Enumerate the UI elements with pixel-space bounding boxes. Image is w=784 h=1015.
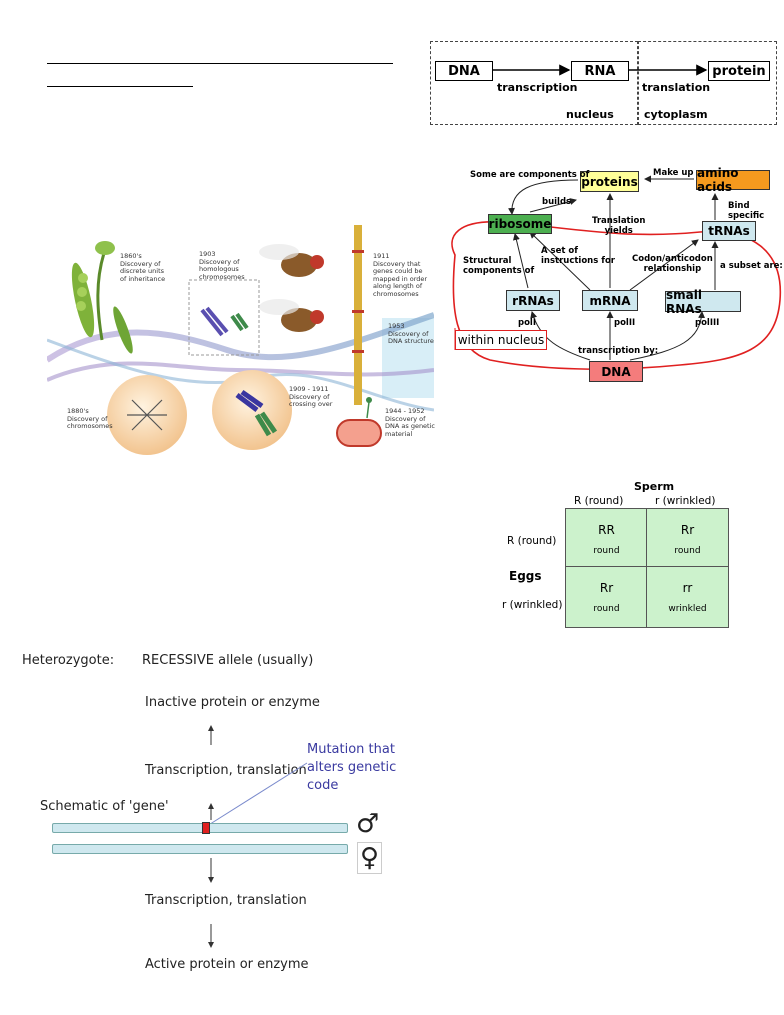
punnett-col-2: r (wrinkled) (655, 495, 716, 507)
label-codon-anticodon: Codon/anticodon relationship (632, 254, 713, 274)
punnett-cell-3: Rr round (565, 566, 648, 628)
timeline-1903-label: 1903 Discovery of homologous chromosomes (199, 250, 245, 281)
punnett-genotype: Rr (680, 523, 695, 537)
punnett-row-2: r (wrinkled) (502, 599, 563, 611)
male-symbol-icon: ♂ (356, 809, 380, 839)
node-mrna: mRNA (582, 290, 638, 311)
timeline-1944-label: 1944 - 1952 Discovery of DNA as genetic … (385, 407, 435, 438)
punnett-col-1: R (round) (574, 495, 624, 507)
genetics-timeline: 1860's Discovery of discrete units of in… (47, 220, 435, 460)
gene-strand-female (52, 844, 348, 854)
flow-nucleus-label: nucleus (566, 108, 614, 121)
timeline-1953-label: 1953 Discovery of DNA structure (388, 322, 434, 345)
punnett-phenotype: wrinkled (668, 604, 707, 614)
label-some-are-components: Some are components of (470, 170, 590, 180)
flow-protein-box: protein (708, 61, 770, 81)
label-subset-are: a subset are: (720, 261, 783, 271)
node-trnas: tRNAs (702, 221, 756, 241)
flow-dna-box: DNA (435, 61, 493, 81)
punnett-row-1: R (round) (507, 535, 557, 547)
mutation-label: Mutation that alters genetic code (307, 742, 397, 793)
punnett-phenotype: round (674, 546, 701, 556)
nucleus-region (430, 41, 638, 125)
label-structural-components: Structural components of (463, 256, 535, 276)
female-symbol-icon: ♀ (357, 842, 383, 874)
mutation-marker (202, 822, 210, 834)
timeline-1860-label: 1860's Discovery of discrete units of in… (120, 252, 166, 283)
timeline-1880-label: 1880's Discovery of chromosomes (67, 407, 113, 430)
label-transcription-by: transcription by: (578, 346, 659, 356)
label-translation-yields: Translation yields (592, 216, 646, 236)
flow-transcription-label: transcription (497, 81, 578, 94)
label-make-up: Make up (653, 168, 694, 178)
recessive-allele-label: RECESSIVE allele (usually) (142, 653, 314, 668)
node-proteins: proteins (580, 171, 639, 192)
label-pol3: polIII (695, 318, 720, 328)
transcription-bottom-label: Transcription, translation (145, 893, 307, 908)
gene-strand-male (52, 823, 348, 833)
schematic-gene-label: Schematic of 'gene' (40, 799, 169, 814)
label-pol1: polI (518, 318, 537, 328)
punnett-phenotype: round (593, 604, 620, 614)
transcription-top-label: Transcription, translation (145, 763, 307, 778)
node-rrnas: rRNAs (506, 290, 560, 311)
punnett-eggs-label: Eggs (509, 569, 542, 583)
title-rule-2 (47, 86, 193, 87)
cytoplasm-region (638, 41, 777, 125)
timeline-1911-label: 1911 Discovery that genes could be mappe… (373, 252, 428, 298)
inactive-protein-label: Inactive protein or enzyme (145, 695, 320, 710)
label-pol2: polII (614, 318, 636, 328)
flow-arrows (493, 64, 708, 76)
label-builds: builds (542, 197, 572, 207)
label-bind-specific: Bind specific (728, 201, 765, 221)
punnett-genotype: rr (682, 581, 693, 595)
flow-rna-box: RNA (571, 61, 629, 81)
node-within-nucleus: within nucleus (455, 330, 547, 350)
title-rule-1 (47, 63, 393, 64)
heterozygote-label: Heterozygote: (22, 653, 115, 668)
node-dna: DNA (589, 361, 643, 382)
timeline-1909-label: 1909 - 1911 Discovery of crossing over (289, 385, 333, 408)
flow-translation-label: translation (642, 81, 711, 94)
label-set-of-instructions: A set of instructions for (541, 246, 615, 266)
punnett-cell-4: rr wrinkled (646, 566, 729, 628)
punnett-sperm-label: Sperm (634, 480, 675, 493)
timeline-graphic (47, 225, 434, 455)
node-ribosome: ribosome (488, 214, 552, 234)
flow-cytoplasm-label: cytoplasm (644, 108, 708, 121)
punnett-genotype: Rr (599, 581, 614, 595)
punnett-phenotype: round (593, 546, 620, 556)
punnett-genotype: RR (598, 523, 615, 537)
active-protein-label: Active protein or enzyme (145, 957, 309, 972)
punnett-cell-1: RR round (565, 508, 648, 568)
